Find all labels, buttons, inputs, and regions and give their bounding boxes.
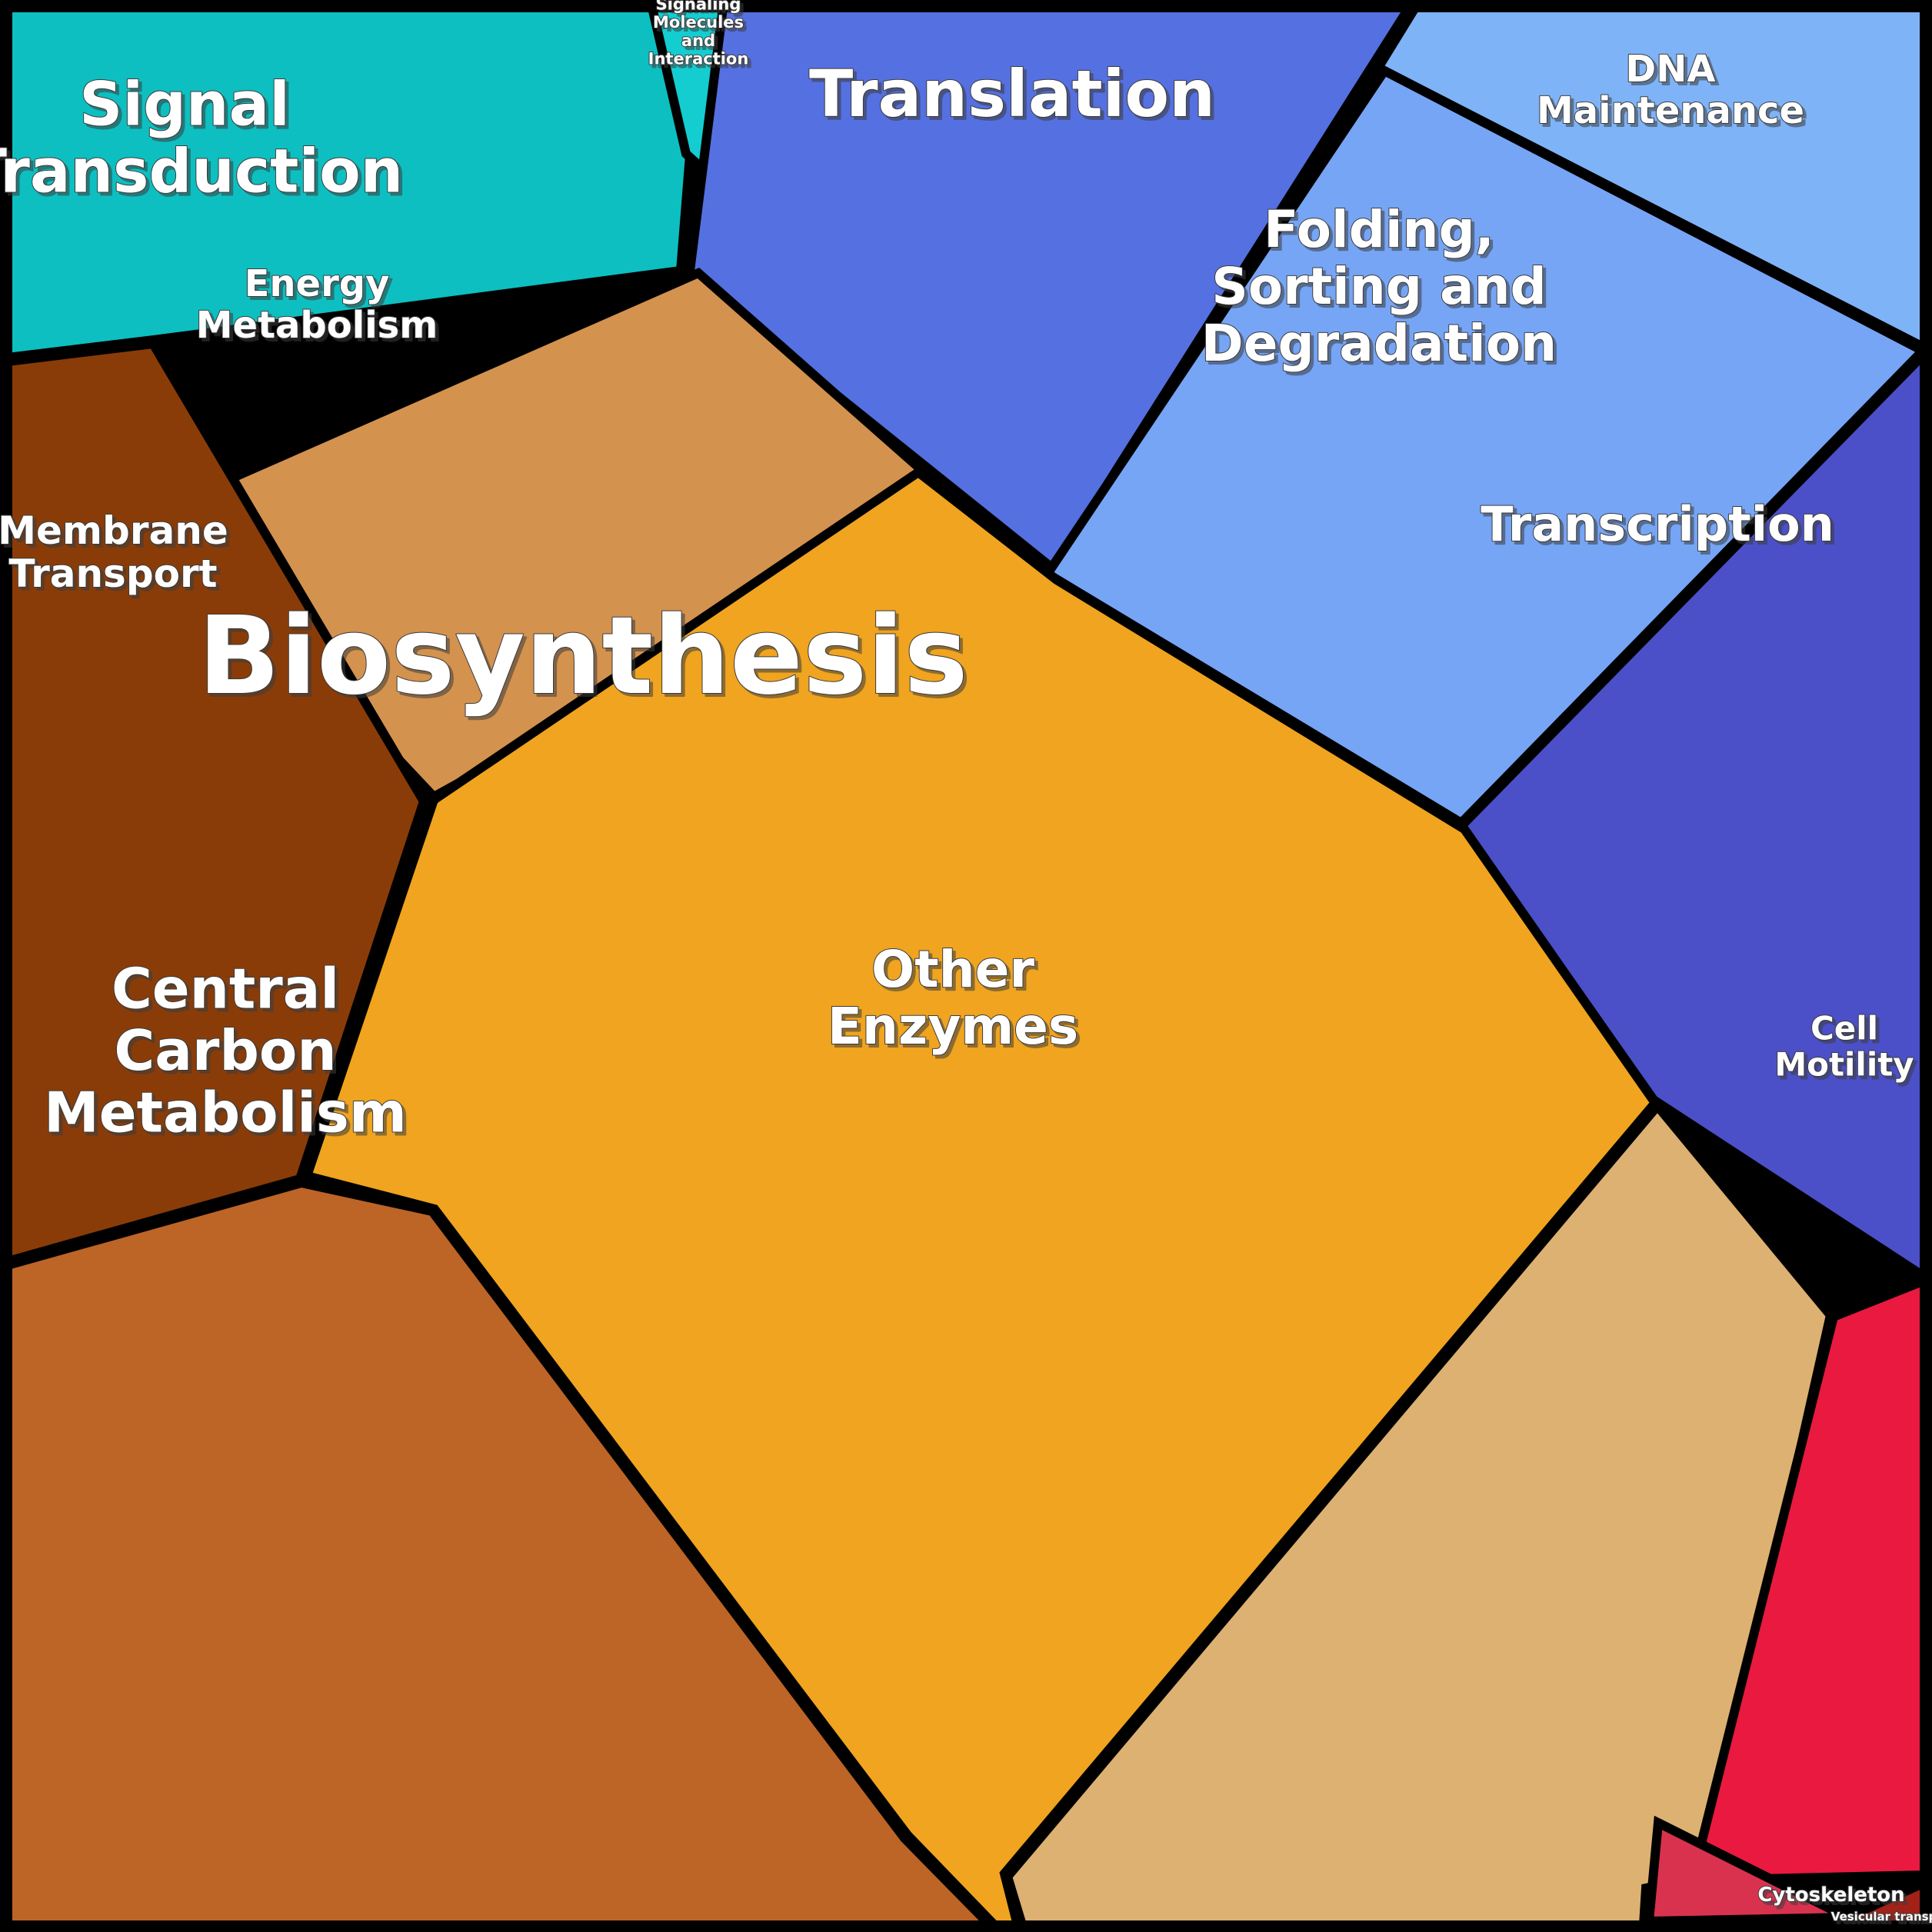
cell-label-line: Maintenance: [1537, 89, 1804, 132]
treemap-cell-central-carbon-metabolism[interactable]: [2, 1178, 1001, 1930]
cell-label-line: Membrane: [0, 508, 228, 553]
cell-label-line: Cytoskeleton: [1757, 1884, 1904, 1907]
cell-label-line: Degradation: [1201, 314, 1557, 373]
cell-label-line: Metabolism: [44, 1080, 407, 1144]
cell-label-line: Biosynthesis: [198, 594, 968, 719]
treemap-cell-biosynthesis[interactable]: [301, 466, 1661, 1930]
cell-label-line: Folding,: [1264, 200, 1494, 259]
treemap-cell-vesicular-transport[interactable]: [1844, 1875, 1929, 1930]
cell-label-line: Metabolism: [196, 304, 438, 347]
cell-label-line: Carbon: [114, 1018, 336, 1083]
cell-label-line: Signaling: [656, 0, 741, 14]
cell-label-transcription: Transcription: [1481, 496, 1834, 552]
cell-label-line: DNA: [1625, 48, 1715, 91]
cell-label-line: Molecules: [653, 13, 744, 32]
cell-label-biosynthesis: Biosynthesis: [198, 594, 968, 719]
cell-label-line: Vesicular transport: [1831, 1910, 1932, 1924]
cell-label-line: Signal: [79, 71, 290, 140]
cell-label-line: Transduction: [0, 138, 403, 207]
cell-label-line: and: [681, 32, 715, 50]
cell-label-line: Transcription: [1481, 496, 1834, 552]
cell-label-line: Energy: [245, 262, 390, 305]
cell-label-cytoskeleton: Cytoskeleton: [1757, 1884, 1904, 1907]
cell-label-line: Enzymes: [828, 997, 1078, 1056]
cell-label-vesicular-transport: Vesicular transport: [1831, 1910, 1932, 1924]
treemap-cell-cytoskeleton[interactable]: [1644, 1815, 1850, 1927]
treemap-cell-membrane-transport[interactable]: [3, 338, 429, 1267]
cell-label-line: Transport: [8, 551, 217, 596]
cell-label-translation: Translation: [809, 56, 1215, 132]
cell-label-line: Cell: [1810, 1009, 1878, 1047]
cell-label-line: Motility: [1774, 1045, 1914, 1083]
cell-label-line: Other: [871, 940, 1034, 999]
treemap-cell-cell-motility[interactable]: [1686, 1274, 1929, 1886]
cell-label-line: Central: [112, 956, 339, 1021]
cell-label-line: Translation: [809, 56, 1215, 132]
cell-label-line: Sorting and: [1211, 257, 1547, 316]
cell-label-line: Interaction: [648, 49, 749, 68]
